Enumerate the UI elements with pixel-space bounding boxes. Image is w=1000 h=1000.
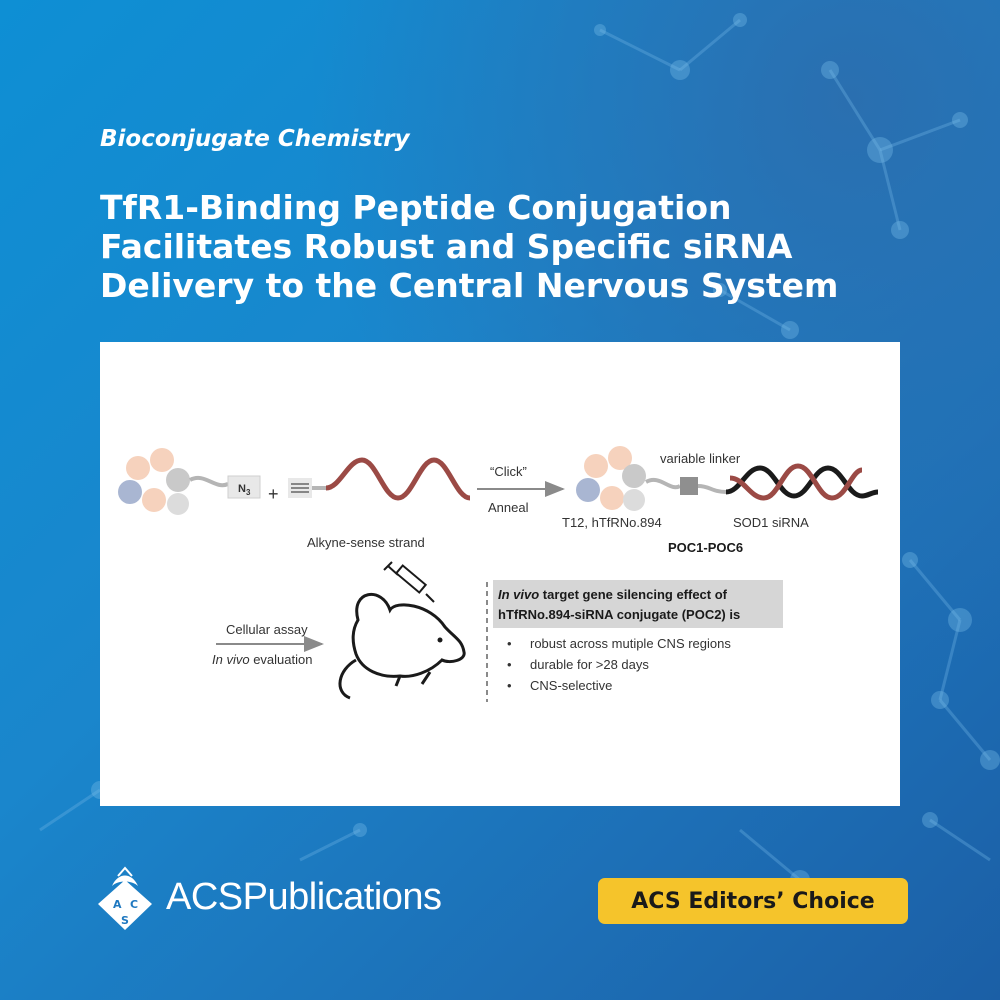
emblem-letter: C (130, 898, 138, 911)
title-line: Facilitates Robust and Specific siRNA (100, 227, 793, 266)
peptide-cluster-icon (118, 448, 190, 515)
azide-box (227, 475, 261, 499)
editors-choice-badge: ACS Editors’ Choice (598, 878, 908, 924)
variable-linker-label: variable linker (660, 451, 741, 466)
svg-text:•: • (507, 636, 512, 651)
logo-wordmark: ACSPublications (166, 876, 442, 919)
graphical-abstract-figure: N3 + Alkyne-sense strand “Click” Anneal (118, 446, 879, 702)
journal-name: Bioconjugate Chemistry (100, 126, 410, 152)
alkyne-group-icon (288, 478, 312, 498)
svg-text:•: • (507, 657, 512, 672)
azide-label: N3 (238, 483, 251, 497)
sense-strand-wave (325, 457, 471, 501)
bullet-item: CNS-selective (530, 678, 612, 693)
findings-bullet-list: • robust across mutiple CNS regions • du… (507, 636, 731, 693)
click-label: “Click” (490, 464, 527, 479)
article-title: TfR1-Binding Peptide Conjugation Facilit… (100, 188, 960, 305)
logo-product: Publications (242, 876, 442, 918)
acs-emblem-icon: A C S (98, 866, 152, 930)
acs-publications-logo: A C S ACSPublications (92, 866, 472, 936)
svg-text:•: • (507, 678, 512, 693)
peptide-label: T12, hTfRNo.894 (562, 515, 662, 530)
findings-line-1: In vivo target gene silencing effect of (498, 587, 728, 602)
cellular-assay-label: Cellular assay (226, 622, 308, 637)
peptide-cluster-icon (576, 446, 646, 511)
title-line: Delivery to the Central Nervous System (100, 266, 839, 305)
plus-sign: + (268, 484, 279, 504)
linker-strand (189, 476, 229, 488)
graphical-abstract: N3 + Alkyne-sense strand “Click” Anneal (100, 342, 900, 806)
alkyne-strand-label: Alkyne-sense strand (307, 535, 425, 550)
sirna-label: SOD1 siRNA (733, 515, 809, 530)
logo-brand: ACS (166, 876, 243, 918)
anneal-label: Anneal (488, 500, 529, 515)
findings-box (493, 580, 783, 628)
linker-strand (645, 478, 682, 490)
syringe-icon (383, 561, 435, 603)
bullet-item: robust across mutiple CNS regions (530, 636, 731, 651)
mouse-icon (338, 593, 466, 700)
title-line: TfR1-Binding Peptide Conjugation (100, 188, 732, 227)
conjugate-label: POC1-POC6 (668, 540, 743, 555)
emblem-letter: A (113, 898, 122, 911)
emblem-letter: S (121, 914, 129, 927)
bullet-item: durable for >28 days (530, 657, 649, 672)
linker-strand (697, 484, 727, 494)
findings-line-2: hTfRNo.894-siRNA conjugate (POC2) is (498, 607, 740, 622)
linker-block (680, 477, 698, 495)
sense-strand-wave (729, 463, 863, 501)
in-vivo-evaluation-label: In vivo evaluation (212, 652, 312, 667)
antisense-strand-wave (725, 465, 879, 499)
